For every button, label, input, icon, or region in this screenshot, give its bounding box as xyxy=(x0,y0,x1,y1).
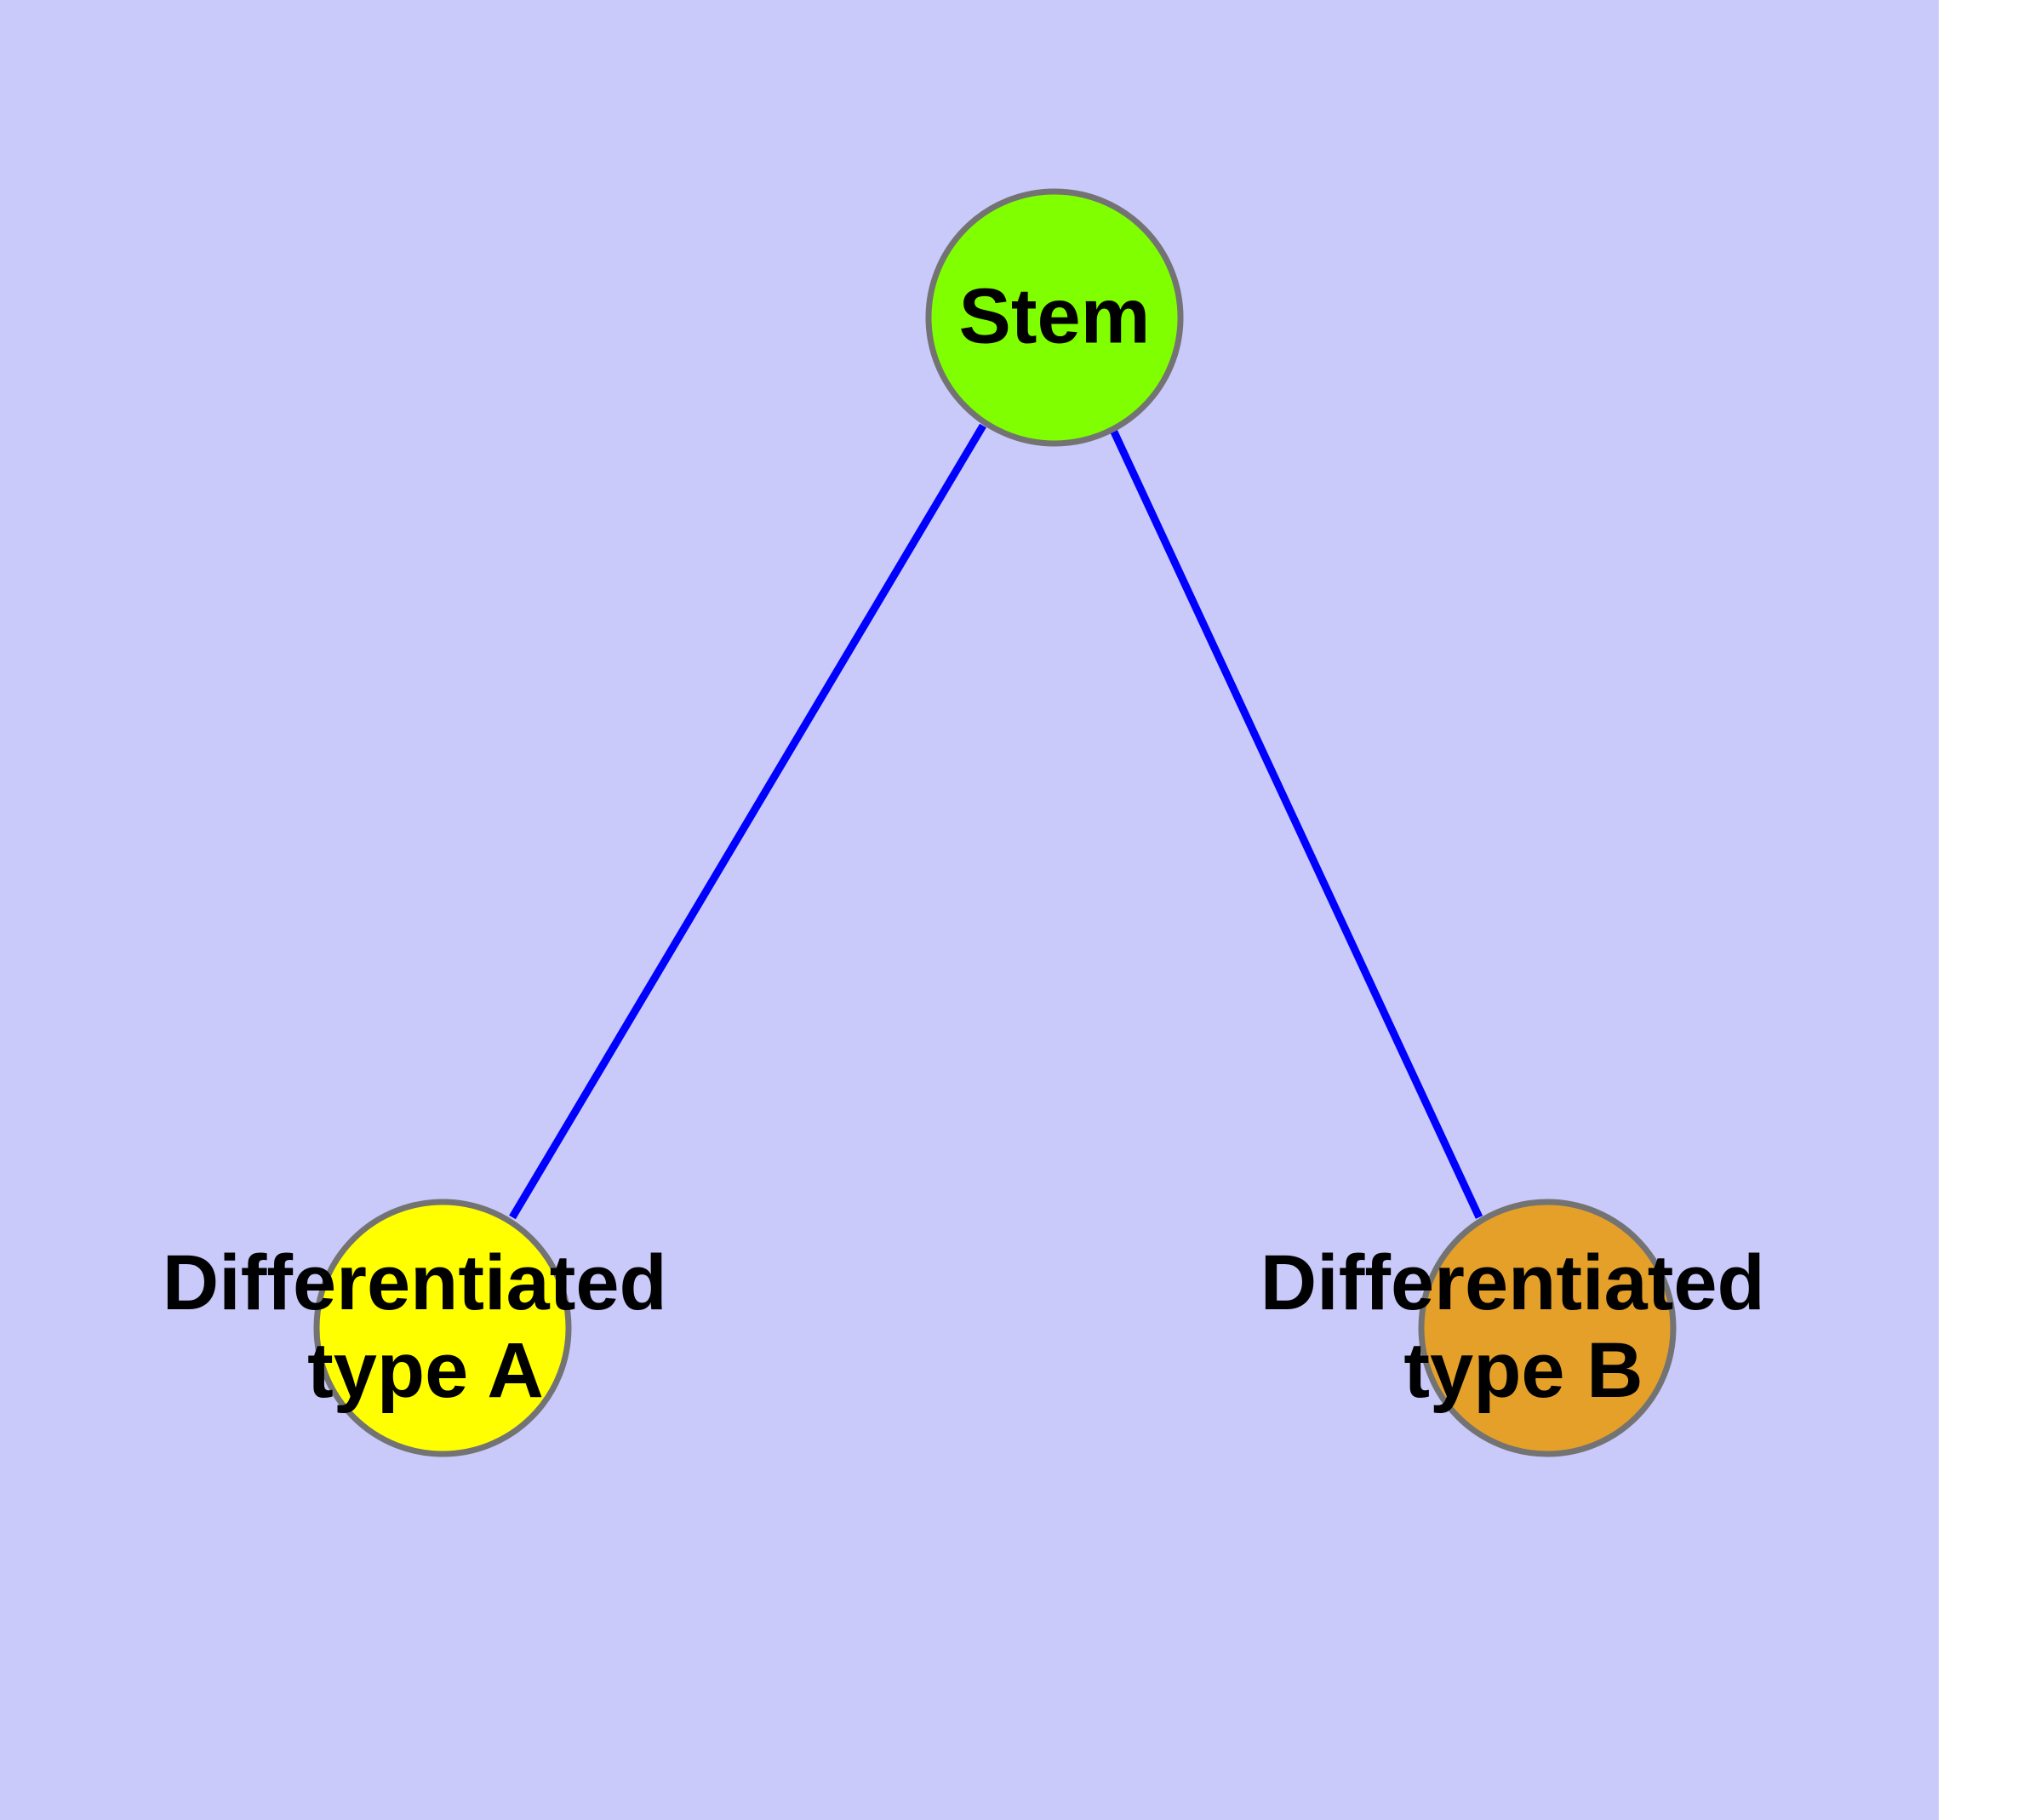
node-label-b-line-2: type B xyxy=(1403,1327,1643,1414)
node-differentiated-type-a[interactable] xyxy=(313,1199,572,1457)
node-label-a-line-1: Differentiated xyxy=(163,1239,667,1326)
edge-layer xyxy=(509,423,1483,1220)
node-label-a-line-2: type A xyxy=(307,1327,544,1414)
node-differentiated-type-b[interactable] xyxy=(1418,1199,1677,1457)
node-stem[interactable] xyxy=(925,188,1184,447)
node-label-differentiated-type-a: Differentiated type A xyxy=(163,1239,689,1414)
node-layer xyxy=(313,188,1677,1457)
edge-stem-to-differentiated-type-b[interactable] xyxy=(1108,426,1483,1219)
node-label-stem: Stem xyxy=(959,272,1151,359)
edge-stem-to-differentiated-type-a[interactable] xyxy=(509,423,986,1220)
canvas-right-margin xyxy=(1939,0,2029,1820)
node-label-b-line-1: Differentiated xyxy=(1260,1239,1765,1326)
node-label-differentiated-type-b: Differentiated type B xyxy=(1260,1239,1787,1414)
label-layer: Stem Differentiated type A Differentiate… xyxy=(163,272,1787,1414)
